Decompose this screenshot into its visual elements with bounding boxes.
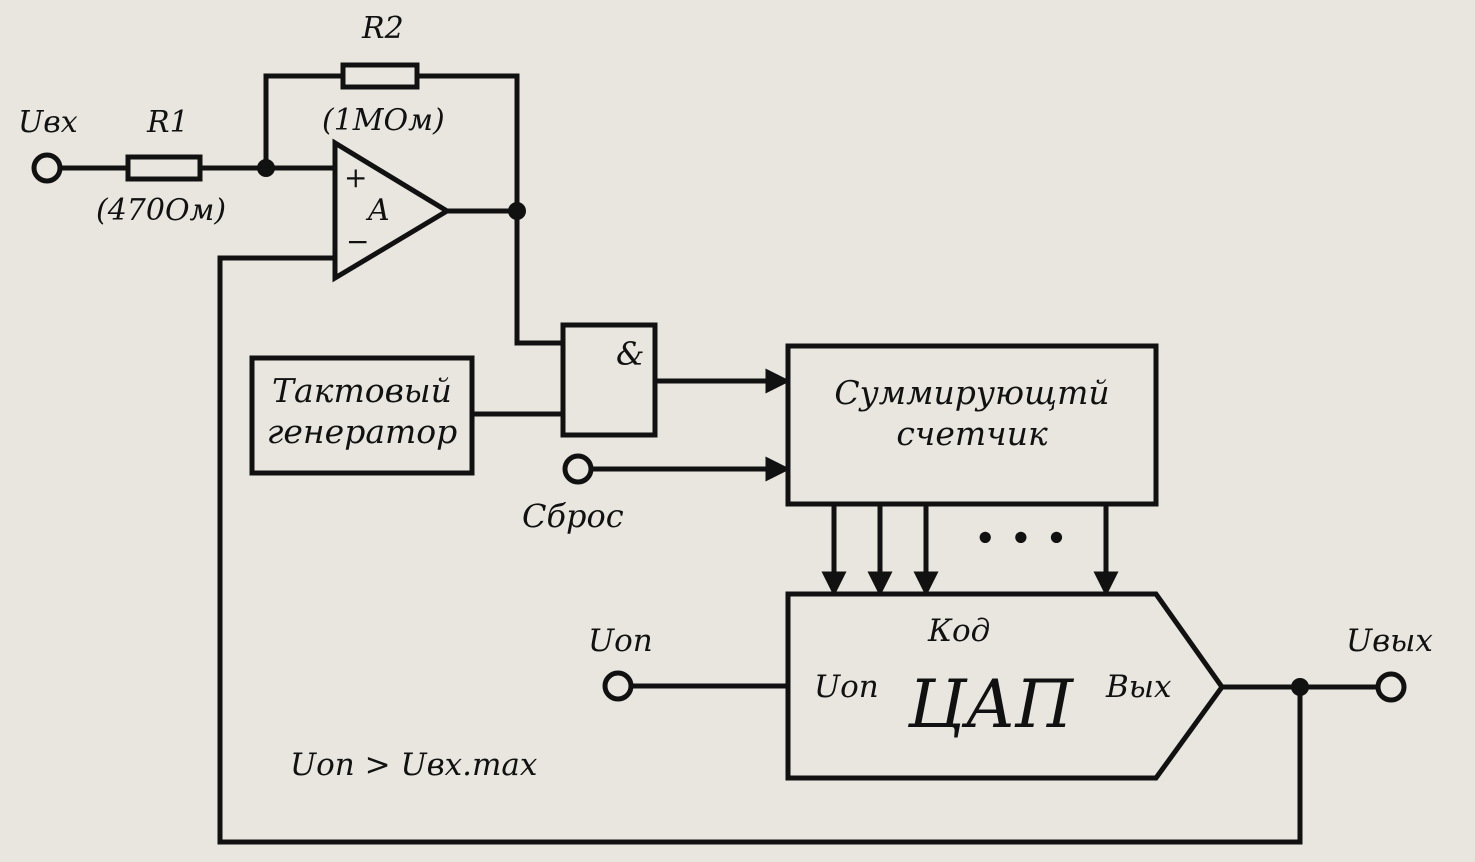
comparator-to-and-wire bbox=[514, 208, 566, 346]
output-terminal bbox=[1375, 671, 1407, 703]
opamp-minus-label: − bbox=[346, 225, 370, 258]
r1-value-label: (470Ом) bbox=[96, 193, 227, 228]
reference-voltage-label: Uоп bbox=[588, 623, 653, 659]
resistor-r2 bbox=[340, 62, 420, 90]
dac-name-label: ЦАП bbox=[908, 666, 1074, 743]
r1-name-label: R1 bbox=[147, 105, 189, 140]
input-voltage-label: Uвх bbox=[18, 105, 78, 140]
r2-name-label: R2 bbox=[362, 11, 404, 46]
dac-code-label: Код bbox=[928, 613, 991, 649]
opamp-plus-label: + bbox=[344, 161, 368, 194]
clock-generator-label: Тактовый генератор bbox=[266, 371, 458, 452]
condition-label: Uоп > Uвх.max bbox=[290, 747, 538, 783]
counter-label: Суммирующтй счетчик bbox=[834, 373, 1110, 454]
reference-terminal bbox=[602, 670, 634, 702]
feedback-wire-right bbox=[414, 73, 520, 215]
input-terminal bbox=[31, 152, 63, 184]
bus-ellipsis: • • • bbox=[975, 519, 1069, 557]
feedback-wire-left bbox=[263, 73, 346, 171]
reset-label: Сброс bbox=[522, 497, 624, 535]
r2-value-label: (1МОм) bbox=[322, 103, 445, 138]
feedback-loop-wire bbox=[217, 255, 1303, 845]
dac-block bbox=[785, 591, 1226, 781]
op-amp-comparator bbox=[332, 138, 452, 283]
and-gate-label: & bbox=[616, 335, 645, 373]
dac-ref-label: Uоп bbox=[814, 669, 879, 705]
dac-out-label: Вых bbox=[1106, 669, 1172, 705]
resistor-r1 bbox=[125, 154, 203, 182]
output-voltage-label: Uвых bbox=[1346, 623, 1433, 659]
counter-block bbox=[785, 343, 1159, 507]
opamp-name-label: A bbox=[368, 193, 390, 228]
reset-terminal bbox=[562, 453, 594, 485]
